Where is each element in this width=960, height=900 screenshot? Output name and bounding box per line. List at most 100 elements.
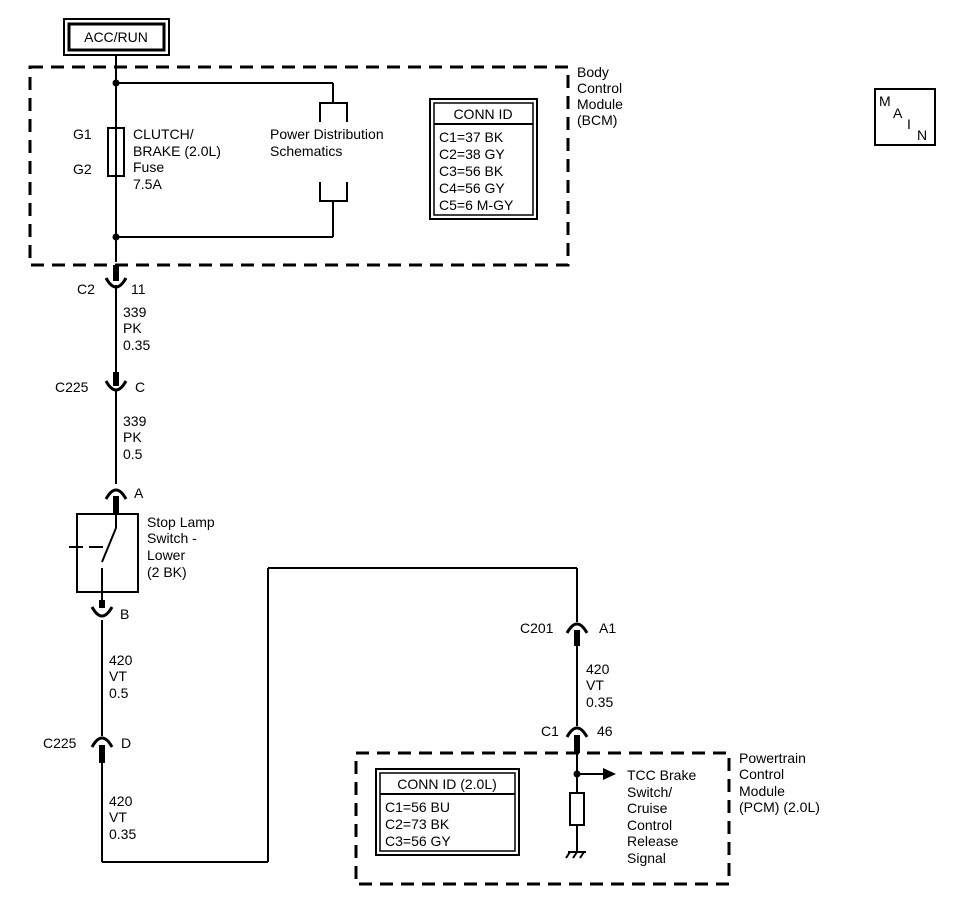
svg-text:0.35: 0.35 <box>586 694 613 710</box>
svg-text:M: M <box>879 93 891 109</box>
svg-text:Signal: Signal <box>627 850 666 866</box>
bcm-conn-id-table: CONN ID C1=37 BK C2=38 GY C3=56 BK C4=56… <box>429 98 538 220</box>
signal-label: TCC Brake Switch/ Cruise Control Release… <box>627 767 696 866</box>
svg-text:C4=56 GY: C4=56 GY <box>439 180 505 196</box>
svg-text:B: B <box>120 606 129 622</box>
power-source-box: ACC/RUN <box>63 18 170 56</box>
svg-text:C3=56 GY: C3=56 GY <box>385 833 451 849</box>
fuse-terminal-g1: G1 <box>73 126 92 142</box>
svg-text:Module: Module <box>739 783 785 799</box>
power-source-label: ACC/RUN <box>84 29 148 45</box>
svg-text:C: C <box>135 379 145 395</box>
bcm-boundary <box>28 65 570 267</box>
svg-text:C1=56 BU: C1=56 BU <box>385 799 450 815</box>
svg-text:420: 420 <box>109 652 133 668</box>
svg-text:Switch/: Switch/ <box>627 784 672 800</box>
svg-text:46: 46 <box>597 723 613 739</box>
svg-text:Schematics: Schematics <box>270 143 342 159</box>
svg-text:D: D <box>121 735 131 751</box>
wire-label-3: 420 VT 0.5 <box>109 652 133 701</box>
svg-text:C2: C2 <box>77 281 95 297</box>
signal-arrow-icon <box>603 768 616 780</box>
resistor-symbol <box>569 792 585 826</box>
svg-text:PK: PK <box>123 429 142 445</box>
bcm-label: Body Control Module (BCM) <box>577 64 623 128</box>
svg-text:Power Distribution: Power Distribution <box>270 126 384 142</box>
svg-text:C3=56 BK: C3=56 BK <box>439 163 504 179</box>
svg-text:C225: C225 <box>43 735 77 751</box>
pcm-label: Powertrain Control Module (PCM) (2.0L) <box>739 750 820 815</box>
pds-label: Power Distribution Schematics <box>270 126 384 159</box>
splice-dot <box>112 79 120 87</box>
svg-text:Fuse: Fuse <box>133 159 164 175</box>
svg-text:420: 420 <box>109 793 133 809</box>
pcm-conn-id-table: CONN ID (2.0L) C1=56 BU C2=73 BK C3=56 G… <box>375 768 520 856</box>
svg-text:C2=38 GY: C2=38 GY <box>439 146 505 162</box>
svg-text:Module: Module <box>577 96 623 112</box>
bcm-conn-id-title: CONN ID <box>453 106 512 122</box>
wire-label-4: 420 VT 0.35 <box>109 793 136 842</box>
svg-text:I: I <box>907 116 911 132</box>
svg-text:Release: Release <box>627 833 679 849</box>
main-navigation-badge[interactable]: M A I N <box>874 88 936 146</box>
svg-text:C201: C201 <box>520 620 554 636</box>
connector-c1: C1 46 <box>541 723 613 753</box>
svg-text:VT: VT <box>586 677 604 693</box>
svg-text:Cruise: Cruise <box>627 800 668 816</box>
svg-text:A1: A1 <box>599 620 616 636</box>
splice-dot <box>573 770 581 778</box>
svg-text:11: 11 <box>131 281 146 297</box>
wire-label-1: 339 PK 0.35 <box>123 304 150 353</box>
fuse-terminal-g2: G2 <box>73 161 92 177</box>
svg-text:7.5A: 7.5A <box>133 176 162 192</box>
svg-text:420: 420 <box>586 661 610 677</box>
svg-text:C225: C225 <box>55 379 89 395</box>
svg-text:Control: Control <box>577 80 622 96</box>
svg-text:VT: VT <box>109 809 127 825</box>
svg-text:339: 339 <box>123 413 147 429</box>
svg-text:A: A <box>893 105 903 121</box>
svg-text:Powertrain: Powertrain <box>739 750 806 766</box>
connector-c201: C201 A1 <box>520 620 616 646</box>
svg-text:C2=73 BK: C2=73 BK <box>385 816 450 832</box>
splice-dot <box>112 233 120 241</box>
svg-text:Stop Lamp: Stop Lamp <box>147 514 215 530</box>
svg-text:N: N <box>917 127 927 143</box>
stop-lamp-switch-label: Stop Lamp Switch - Lower (2 BK) <box>147 514 215 580</box>
svg-text:(PCM) (2.0L): (PCM) (2.0L) <box>739 799 820 815</box>
svg-text:0.35: 0.35 <box>109 826 136 842</box>
svg-text:BRAKE (2.0L): BRAKE (2.0L) <box>133 143 221 159</box>
pcm-conn-id-title: CONN ID (2.0L) <box>397 776 497 792</box>
svg-text:C1: C1 <box>541 723 559 739</box>
svg-text:A: A <box>134 485 144 501</box>
svg-text:Switch -: Switch - <box>147 530 197 546</box>
left-wire <box>101 285 578 863</box>
svg-text:(2 BK): (2 BK) <box>147 564 187 580</box>
svg-text:C5=6 M-GY: C5=6 M-GY <box>439 197 514 213</box>
svg-text:(BCM): (BCM) <box>577 112 617 128</box>
svg-text:Control: Control <box>739 766 784 782</box>
svg-text:Lower: Lower <box>147 547 185 563</box>
svg-text:0.35: 0.35 <box>123 337 150 353</box>
svg-text:Control: Control <box>627 817 672 833</box>
svg-text:CLUTCH/: CLUTCH/ <box>133 126 194 142</box>
stop-lamp-switch <box>69 513 139 593</box>
bcm-wiring <box>115 55 348 262</box>
connector-switch-b: B <box>90 600 129 622</box>
connector-c2: C2 11 <box>77 265 146 297</box>
fuse-label: CLUTCH/ BRAKE (2.0L) Fuse 7.5A <box>133 126 221 192</box>
svg-text:Body: Body <box>577 64 609 80</box>
svg-text:0.5: 0.5 <box>123 446 143 462</box>
wire-label-2: 339 PK 0.5 <box>123 413 147 462</box>
svg-text:C1=37 BK: C1=37 BK <box>439 129 504 145</box>
svg-text:PK: PK <box>123 320 142 336</box>
wire-label-5: 420 VT 0.35 <box>586 661 613 710</box>
svg-text:339: 339 <box>123 304 147 320</box>
svg-text:VT: VT <box>109 668 127 684</box>
svg-text:TCC Brake: TCC Brake <box>627 767 696 783</box>
connector-switch-a: A <box>104 485 144 514</box>
connector-c225-c: C225 C <box>55 372 145 395</box>
svg-text:0.5: 0.5 <box>109 685 129 701</box>
